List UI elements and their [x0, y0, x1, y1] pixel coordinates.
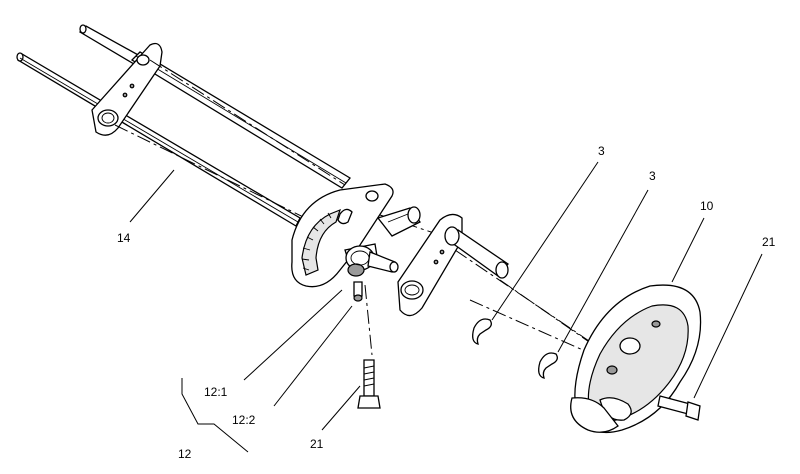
- retaining-clip-1: [472, 318, 492, 345]
- callout-21b: 21: [310, 437, 324, 451]
- callout-12: 12: [178, 447, 192, 461]
- cam-wheel: [570, 284, 702, 434]
- hex-bolt-lower: [357, 359, 381, 409]
- retaining-clip-2: [538, 352, 558, 379]
- hex-bolt-upper: [657, 395, 701, 421]
- callout-12-1: 12:1: [204, 385, 228, 399]
- stub-shaft: [444, 226, 509, 279]
- upper-shaft: [78, 24, 351, 189]
- angled-pin: [376, 206, 421, 237]
- callout-12-2: 12:2: [232, 413, 256, 427]
- callout-21a: 21: [762, 235, 776, 249]
- gear-bushing-assembly: [344, 243, 399, 302]
- sector-gear-plate: [291, 183, 394, 288]
- callout-3a: 3: [598, 144, 605, 158]
- callout-3b: 3: [649, 169, 656, 183]
- leader-lines: [129, 161, 763, 453]
- long-rod: [16, 52, 301, 227]
- callout-14: 14: [117, 231, 131, 245]
- callout-labels: 3 3 10 21 14 12:1 12:2 21 12: [117, 144, 776, 461]
- left-bracket-plate: [91, 42, 163, 136]
- callout-10: 10: [700, 199, 714, 213]
